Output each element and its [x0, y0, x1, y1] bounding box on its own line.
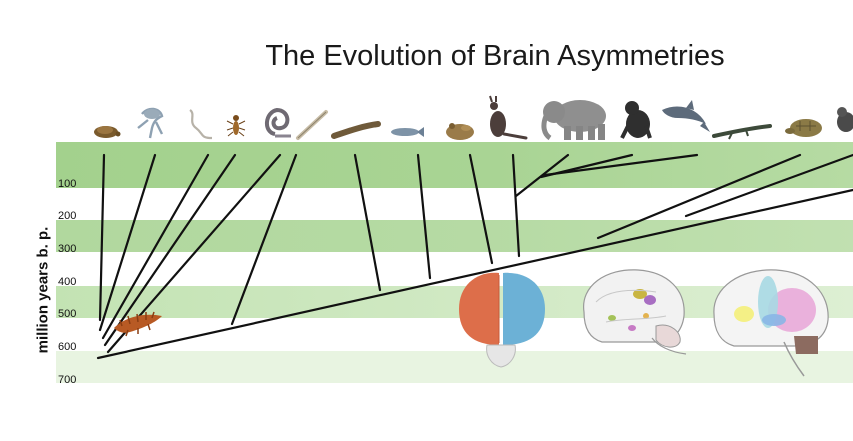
dolphin-icon: [662, 100, 710, 132]
time-bands: [56, 142, 853, 383]
fish-icon: [391, 127, 424, 137]
elephant-icon: [541, 100, 606, 141]
branch: [514, 153, 570, 198]
time-tick: 500: [58, 308, 76, 320]
tree-trunk: [96, 188, 853, 360]
brain-regions-icon: [583, 269, 687, 355]
nematode-icon: [189, 109, 213, 140]
bird-icon: [837, 107, 853, 132]
turtle-icon: [94, 126, 121, 138]
branch: [468, 153, 494, 265]
branch: [543, 153, 699, 177]
lancelet-icon: [296, 110, 328, 140]
time-tick: 200: [58, 210, 76, 222]
fossil-icon: [114, 311, 162, 337]
branch: [353, 153, 382, 292]
page-title: The Evolution of Brain Asymmetries: [265, 40, 725, 72]
brain-lateral-icon: [713, 269, 829, 377]
branch: [98, 153, 106, 322]
animal-row: [94, 95, 853, 141]
branch: [101, 153, 210, 340]
brain-hemispheres-icon: [459, 272, 545, 368]
chimpanzee-icon: [620, 101, 652, 139]
time-tick: 100: [58, 178, 76, 190]
branch: [230, 153, 298, 326]
time-band: [56, 351, 853, 383]
toad-icon: [446, 123, 474, 140]
kangaroo-icon: [489, 95, 528, 140]
branch: [684, 153, 853, 218]
time-tick: 700: [58, 374, 76, 386]
sea-squirt-icon: [137, 107, 164, 139]
time-band: [56, 142, 853, 188]
insect-icon: [226, 115, 246, 137]
time-band: [56, 220, 853, 252]
time-tick: 400: [58, 276, 76, 288]
lizard-icon: [712, 124, 772, 140]
branch: [98, 153, 157, 332]
branch: [511, 153, 521, 258]
lamprey-icon: [331, 121, 381, 139]
branch: [103, 153, 237, 347]
tortoise-icon: [785, 119, 822, 137]
time-ticks: 100 200 300 400 500 600 700: [58, 178, 76, 386]
snail-icon: [265, 107, 291, 138]
time-tick: 300: [58, 243, 76, 255]
branch: [416, 153, 432, 280]
time-tick: 600: [58, 341, 76, 353]
branch: [596, 153, 802, 240]
